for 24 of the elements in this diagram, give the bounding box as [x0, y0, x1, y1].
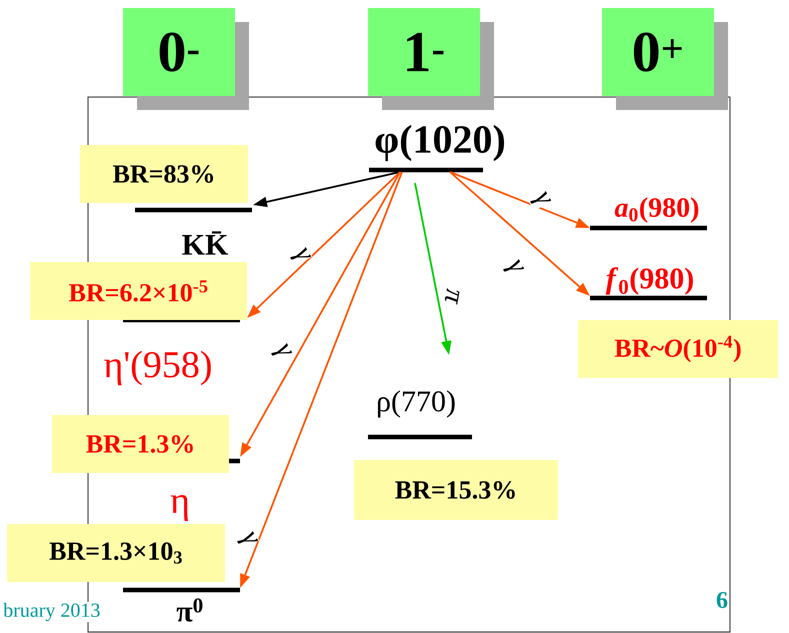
- energy-level: f$_{0}$(980): [590, 267, 707, 300]
- branching-ratio-box: BR=6.2×10$^{-5}$: [30, 262, 247, 320]
- header-box: 0$^{+}$: [602, 8, 728, 110]
- edge-label: γ: [271, 343, 292, 356]
- energy-level: π$^{0}$: [123, 588, 240, 622]
- edge-label: γ: [530, 191, 552, 204]
- energy-level: a$_{0}$(980): [590, 197, 707, 230]
- edge-label: π: [444, 288, 460, 305]
- energy-level: φ(1020): [369, 124, 504, 172]
- edge-label: γ: [290, 247, 312, 260]
- edge-label: γ: [237, 531, 258, 544]
- branching-ratio-box: BR=1.3×10$_{3}$: [7, 524, 225, 582]
- energy-level: ρ(770): [368, 390, 472, 440]
- page-number: 6: [716, 592, 728, 608]
- header-box: 1$^{-}$: [368, 8, 494, 110]
- energy-level: KK̄: [135, 208, 252, 255]
- branching-ratio-box: BR~O(10$^{-4}$): [578, 320, 778, 378]
- branching-ratio-box: BR=83%: [80, 145, 248, 203]
- header-box: 0$^{-}$: [123, 8, 249, 110]
- energy-level: η'(958): [104, 318, 240, 386]
- edge-label: γ: [503, 259, 524, 272]
- footer-text: bruary 2013: [2, 602, 102, 622]
- branching-ratio-box: BR=15.3%: [354, 460, 558, 520]
- branching-ratio-box: BR=1.3%: [52, 415, 229, 473]
